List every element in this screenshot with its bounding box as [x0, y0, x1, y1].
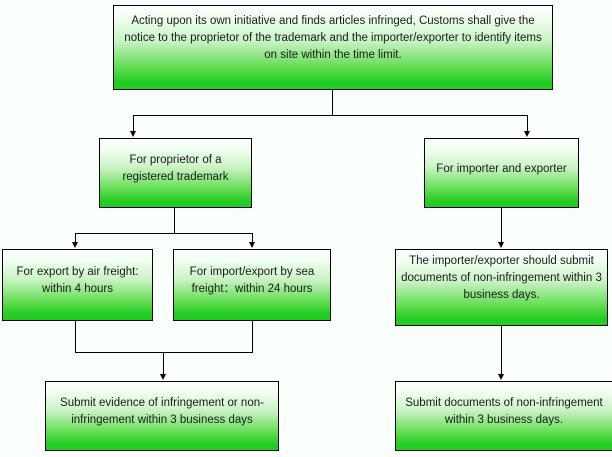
node-branch-importer-exporter[interactable]: For importer and exporter	[424, 138, 579, 208]
node-importer-documents[interactable]: The importer/exporter should submit docu…	[395, 249, 608, 326]
node-submit-evidence[interactable]: Submit evidence of infringement or non-i…	[45, 381, 279, 451]
connector-root-split-bar	[133, 115, 528, 116]
node-sea-freight[interactable]: For import/export by sea freight：within …	[173, 249, 331, 321]
connector-air-freight-down	[75, 320, 76, 353]
node-sea-freight-label: For import/export by sea freight：within …	[189, 266, 315, 295]
node-root[interactable]: Acting upon its own initiative and finds…	[113, 5, 553, 90]
node-branch-importer-exporter-label: For importer and exporter	[436, 162, 567, 175]
connector-merge-to-submit-evidence	[163, 352, 164, 375]
connector-root-to-importer-exporter	[527, 115, 528, 132]
connector-freight-merge-bar	[75, 352, 253, 353]
node-air-freight[interactable]: For export by air freight: within 4 hour…	[2, 249, 153, 321]
node-branch-trademark-owner[interactable]: For proprietor of a registered trademark	[99, 138, 252, 208]
arrowhead-root-to-importer-exporter	[524, 131, 530, 137]
node-importer-documents-label: The importer/exporter should submit docu…	[401, 255, 602, 301]
arrowhead-to-air-freight	[72, 242, 78, 248]
node-branch-trademark-owner-label: For proprietor of a registered trademark	[122, 154, 229, 183]
arrowhead-to-sea-freight	[249, 242, 255, 248]
node-submit-documents[interactable]: Submit documents of non-infringement wit…	[395, 381, 612, 451]
connector-root-stem	[332, 89, 333, 116]
node-submit-documents-label: Submit documents of non-infringement wit…	[405, 397, 603, 426]
node-air-freight-label: For export by air freight: within 4 hour…	[16, 266, 139, 295]
arrowhead-to-submit-evidence	[160, 374, 166, 380]
node-submit-evidence-label: Submit evidence of infringement or non-i…	[60, 397, 264, 426]
connector-importer-exporter-to-documents	[501, 207, 502, 243]
connector-importer-documents-to-submit	[501, 325, 502, 375]
connector-trademark-owner-stem	[174, 207, 175, 234]
arrowhead-root-to-trademark-owner	[130, 131, 136, 137]
connector-sea-freight-down	[252, 320, 253, 353]
connector-trademark-owner-split-bar	[75, 233, 253, 234]
connector-to-air-freight	[75, 233, 76, 243]
arrowhead-importer-exporter-to-documents	[498, 242, 504, 248]
node-root-label: Acting upon its own initiative and finds…	[124, 15, 542, 61]
arrowhead-to-submit-documents	[498, 374, 504, 380]
connector-root-to-trademark-owner	[133, 115, 134, 132]
connector-to-sea-freight	[252, 233, 253, 243]
